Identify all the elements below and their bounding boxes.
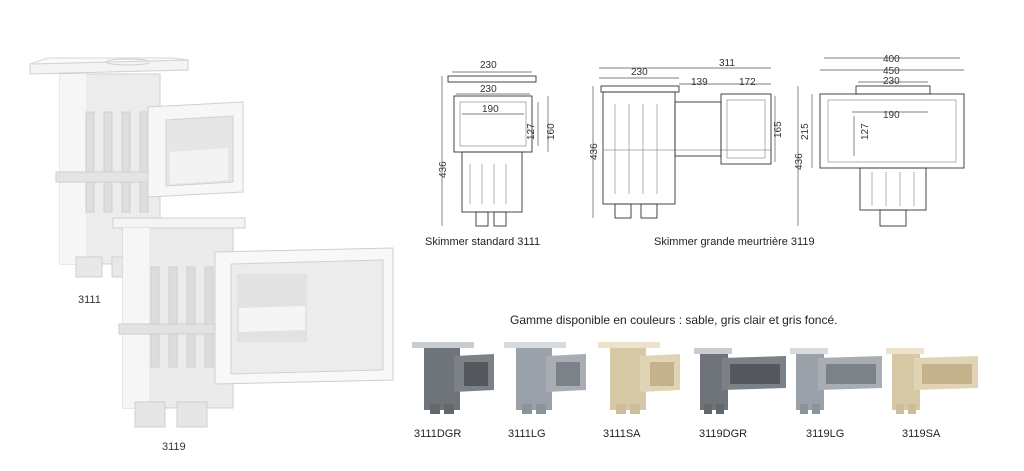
dim-inner-width: 230 [480,84,497,95]
range-headline: Gamme disponible en couleurs : sable, gr… [510,313,838,327]
drawing-standard: 230 230 190 127 160 436 [430,54,560,244]
dim-w230: 230 [883,76,900,87]
drawing-large: 311 230 139 172 165 436 [585,54,785,234]
range-row: 3111DGR 3111LG 3111SA 3119DGR 3119LG 311… [410,338,990,448]
drawing-front: 400 450 230 190 127 215 436 [790,50,980,235]
dim-opening-h2: 160 [546,123,557,140]
caption-large: Skimmer grande meurtrière 3119 [654,236,815,248]
dim-w450: 450 [883,66,900,77]
code-3119dgr: 3119DGR [699,428,748,440]
code-3119sa: 3119SA [902,428,941,440]
code-3111sa: 3111SA [603,428,641,440]
dim-opening-width: 190 [482,104,499,115]
dim-total-height-front: 436 [794,153,805,170]
dim-neck: 139 [691,77,708,88]
dim-total-height-large: 436 [589,143,600,160]
dim-mouth-depth: 172 [739,77,756,88]
dim-total-height-std: 436 [438,161,449,178]
swatch-3119lg [788,342,884,418]
swatch-3111dgr [410,338,500,418]
code-3119lg: 3119LG [806,428,845,440]
swatch-3119sa [884,342,980,418]
dim-body-width: 230 [631,67,648,78]
product-render-3119 [105,212,400,437]
swatch-3111sa [596,338,686,418]
dim-h215: 215 [800,123,811,140]
dim-mouth-height: 165 [773,121,784,138]
swatch-3119dgr [692,342,788,418]
dim-w190: 190 [883,110,900,121]
code-3111dgr: 3111DGR [414,428,462,440]
dim-top-width: 230 [480,60,497,71]
product-label-3119: 3119 [162,441,186,453]
code-3111lg: 3111LG [508,428,546,440]
dim-depth: 311 [719,58,735,69]
caption-standard: Skimmer standard 3111 [425,236,541,248]
product-label-3111: 3111 [78,294,101,306]
swatch-3111lg [502,338,592,418]
dim-h127: 127 [860,123,871,140]
product-render-3111 [28,52,258,282]
dim-w400: 400 [883,54,900,65]
dim-opening-h1: 127 [526,123,537,140]
